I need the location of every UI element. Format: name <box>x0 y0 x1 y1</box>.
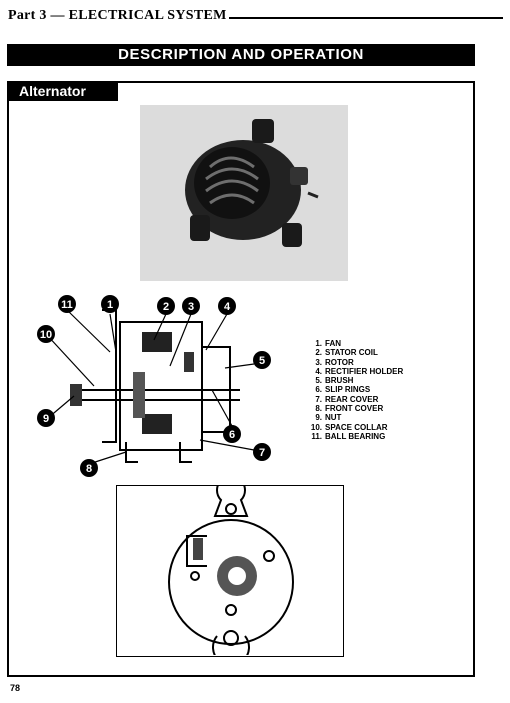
section-title: DESCRIPTION AND OPERATION <box>7 44 475 66</box>
header-rule <box>188 17 503 19</box>
legend-item: 8.FRONT COVER <box>315 404 384 414</box>
legend-item: 4.RECTIFIER HOLDER <box>315 366 404 376</box>
callout-2: 2 <box>163 301 169 313</box>
callout-4: 4 <box>224 301 231 313</box>
legend-item: 2.STATOR COIL <box>315 348 378 358</box>
callout-5: 5 <box>259 355 265 367</box>
legend-item: 5.BRUSH <box>315 376 354 386</box>
callout-1: 1 <box>107 299 113 311</box>
content-frame <box>7 81 475 677</box>
legend-item: 6.SLIP RINGS <box>315 385 371 395</box>
legend-item: 7.REAR COVER <box>315 394 379 404</box>
alternator-rear-view <box>116 485 344 657</box>
legend-item: 3.ROTOR <box>315 357 354 367</box>
alternator-photo <box>140 105 348 281</box>
callout-8: 8 <box>86 463 92 475</box>
legend-item: 9.NUT <box>315 413 342 423</box>
callout-6: 6 <box>229 429 235 441</box>
parts-legend: 1.FAN 2.STATOR COIL 3.ROTOR 4.RECTIFIER … <box>309 339 403 441</box>
subsection-title: Alternator <box>7 81 118 101</box>
legend-item: 11.BALL BEARING <box>311 431 386 441</box>
legend-item: 1.FAN <box>315 339 341 348</box>
callout-7: 7 <box>259 447 265 459</box>
part-title: Part 3 — ELECTRICAL SYSTEM <box>8 8 229 24</box>
legend-item: 10.SPACE COLLAR <box>310 422 388 432</box>
callout-11: 11 <box>61 299 73 311</box>
callout-10: 10 <box>40 329 52 341</box>
alternator-cross-section: 11 1 2 3 4 5 6 7 8 9 10 <box>30 292 280 478</box>
page-number: 78 <box>10 683 21 693</box>
part-header: Part 3 — ELECTRICAL SYSTEM <box>8 8 503 24</box>
callout-3: 3 <box>188 301 194 313</box>
callout-9: 9 <box>43 413 49 425</box>
